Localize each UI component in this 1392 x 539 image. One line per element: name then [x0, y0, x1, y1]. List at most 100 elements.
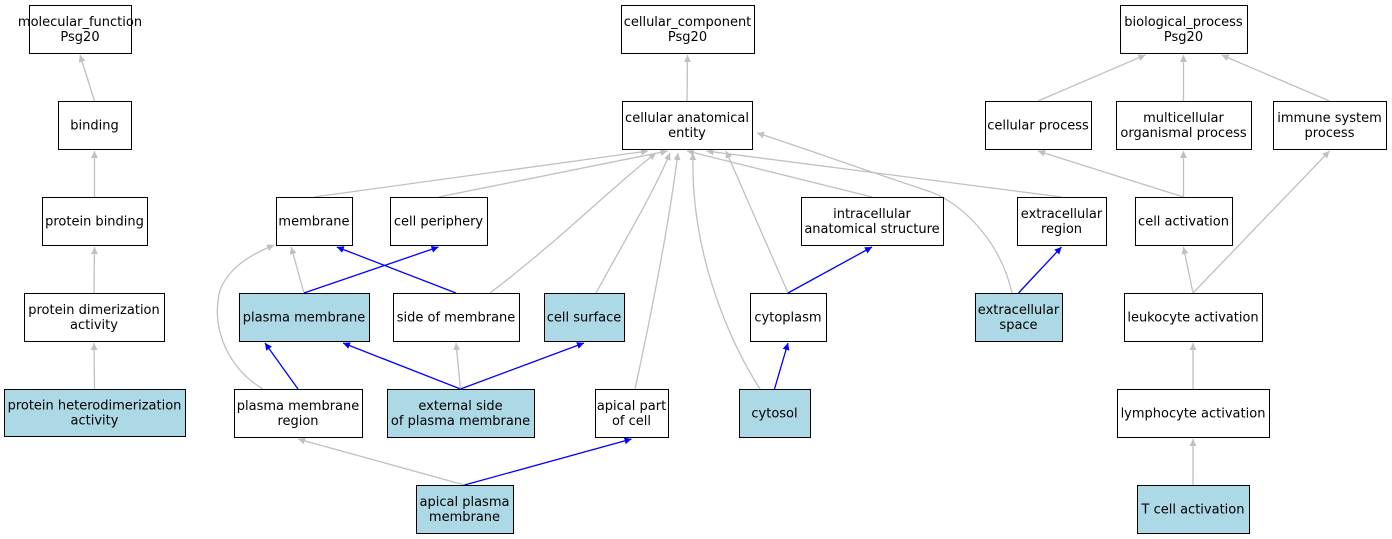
- edge-line: [303, 245, 439, 294]
- node-box: [42, 197, 148, 246]
- node-binding[interactable]: binding: [58, 101, 132, 150]
- node-box: [595, 389, 669, 438]
- edge-cae-to-cc_root: [683, 54, 691, 102]
- node-label: immune system: [1277, 111, 1382, 126]
- edge-cell_proc-to-bp_root: [1037, 54, 1146, 102]
- node-label: anatomical structure: [804, 222, 939, 237]
- node-label: plasma membrane: [243, 311, 366, 326]
- edge-line: [460, 342, 585, 390]
- node-cell-periph[interactable]: cell periphery: [390, 197, 488, 246]
- node-box: [4, 389, 186, 437]
- node-box: [1117, 389, 1270, 438]
- edge-side_mem-to-cae: [489, 152, 657, 294]
- node-cell-surface[interactable]: cell surface: [544, 293, 625, 342]
- edge-cell_periph-to-cae: [438, 148, 668, 198]
- node-label: cell surface: [547, 311, 622, 326]
- node-box: [1137, 485, 1250, 534]
- edge-line: [313, 148, 649, 198]
- node-side-mem[interactable]: side of membrane: [393, 293, 520, 342]
- node-leuk-act[interactable]: leukocyte activation: [1124, 293, 1263, 342]
- node-box: [390, 197, 488, 246]
- node-lymph-act[interactable]: lymphocyte activation: [1117, 389, 1270, 438]
- node-box: [739, 389, 811, 438]
- edge-line: [90, 342, 98, 390]
- node-box: [1135, 197, 1233, 246]
- node-label: membrane: [278, 215, 349, 230]
- node-label: plasma membrane: [237, 399, 360, 414]
- node-tcell-act[interactable]: T cell activation: [1137, 485, 1250, 534]
- node-box: [544, 293, 625, 342]
- node-label: T cell activation: [1141, 503, 1245, 518]
- node-cytoplasm[interactable]: cytoplasm: [750, 293, 827, 342]
- edge-line: [216, 244, 275, 390]
- edges-layer: [78, 54, 1330, 486]
- node-label: side of membrane: [397, 311, 516, 326]
- node-cytosol[interactable]: cytosol: [739, 389, 811, 438]
- node-label: space: [999, 318, 1037, 333]
- edge-line: [464, 437, 632, 486]
- node-cell-proc[interactable]: cellular process: [985, 101, 1092, 150]
- node-label: activity: [71, 414, 119, 429]
- node-label: cellular_component: [624, 15, 752, 30]
- edge-apical_pm-to-pm_region: [297, 437, 465, 486]
- node-label: binding: [70, 119, 118, 134]
- edge-line: [725, 150, 789, 294]
- edge-ext_side_pm-to-plasma_mem: [342, 342, 461, 390]
- edge-line: [336, 246, 457, 294]
- node-box: [393, 293, 520, 342]
- node-cell-act[interactable]: cell activation: [1135, 197, 1233, 246]
- node-prot-bind[interactable]: protein binding: [42, 197, 148, 246]
- node-label: biological_process: [1124, 15, 1243, 30]
- node-label: protein dimerization: [28, 303, 160, 318]
- node-box: [24, 293, 165, 342]
- node-label: cytoplasm: [754, 311, 821, 326]
- node-label: molecular_function: [18, 15, 142, 30]
- edge-prot_dimer-to-prot_bind: [90, 246, 98, 294]
- node-label: region: [277, 414, 318, 429]
- node-box: [1017, 197, 1107, 246]
- node-plasma-mem[interactable]: plasma membrane: [239, 293, 370, 342]
- edge-apical_pm-to-apical_part: [464, 437, 632, 486]
- edge-line: [773, 342, 790, 390]
- edge-line: [634, 152, 681, 390]
- edge-pm_region-to-membrane: [216, 244, 275, 390]
- edge-leuk_act-to-cell_act: [1181, 246, 1194, 294]
- edge-immune_proc-to-bp_root: [1221, 54, 1330, 102]
- node-membrane[interactable]: membrane: [276, 197, 353, 246]
- node-label: activity: [70, 318, 118, 333]
- node-box: [276, 197, 353, 246]
- edge-side_mem-to-membrane: [336, 246, 457, 294]
- node-box: [1120, 5, 1248, 54]
- node-box: [58, 101, 132, 150]
- edge-line: [1181, 246, 1194, 294]
- edge-line: [90, 246, 98, 294]
- edge-prot_hdimer-to-prot_dimer: [90, 342, 98, 390]
- node-label: apical part: [597, 399, 666, 414]
- node-label: intracellular: [833, 207, 911, 222]
- node-box: [1116, 101, 1252, 150]
- edge-line: [289, 246, 305, 294]
- edge-ext_side_pm-to-cell_surface: [460, 342, 585, 390]
- edge-line: [686, 149, 873, 198]
- node-label: cell activation: [1138, 215, 1229, 230]
- edge-cytosol-to-cae: [689, 152, 761, 390]
- node-label: process: [1305, 126, 1355, 141]
- node-box: [985, 101, 1092, 150]
